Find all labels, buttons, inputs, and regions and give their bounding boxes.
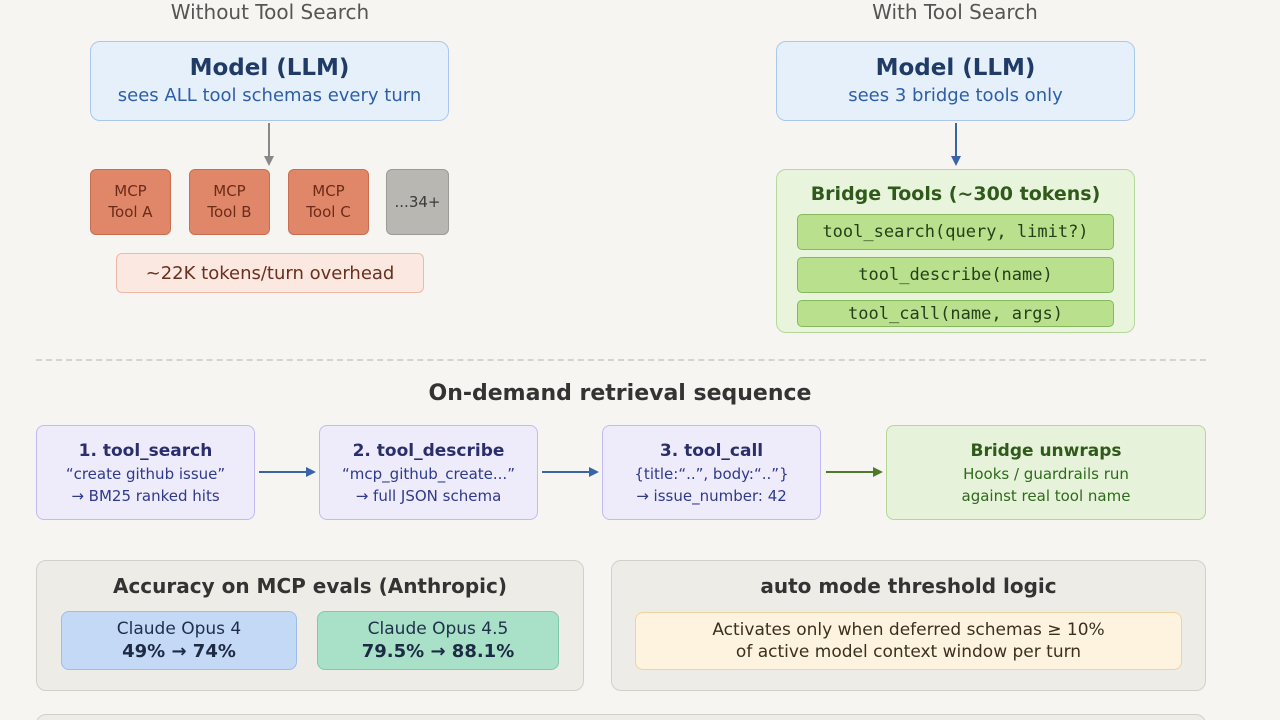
right-column-title: With Tool Search <box>872 0 1038 24</box>
mcp-more-label: ...34+ <box>394 193 441 211</box>
step-1-line1: “create github issue” <box>65 464 226 483</box>
eval-opus-4-value: 49% → 74% <box>122 640 236 662</box>
overhead-label: ~22K tokens/turn overhead <box>145 262 395 284</box>
threshold-box: Activates only when deferred schemas ≥ 1… <box>635 612 1182 670</box>
eval-opus-4-5: Claude Opus 4.5 79.5% → 88.1% <box>317 611 559 670</box>
mcp-tool-c-line2: Tool C <box>306 203 351 221</box>
step-2-line2: → full JSON schema <box>355 486 502 505</box>
eval-opus-4-5-name: Claude Opus 4.5 <box>367 618 509 639</box>
bridge-tool-search-label: tool_search(query, limit?) <box>822 222 1089 242</box>
bridge-tool-search: tool_search(query, limit?) <box>797 214 1114 250</box>
step-1-title: 1. tool_search <box>78 440 213 461</box>
mcp-tool-b-line1: MCP <box>213 182 246 200</box>
mcp-tool-c-line1: MCP <box>312 182 345 200</box>
bridge-tool-describe: tool_describe(name) <box>797 257 1114 293</box>
sequence-title: On-demand retrieval sequence <box>428 381 812 406</box>
mcp-tool-a: MCP Tool A <box>90 169 171 235</box>
mcp-tool-a-line2: Tool A <box>108 203 153 221</box>
auto-mode-title: auto mode threshold logic <box>760 574 1057 598</box>
eval-opus-4: Claude Opus 4 49% → 74% <box>61 611 297 670</box>
right-model-subtitle: sees 3 bridge tools only <box>848 85 1063 106</box>
mcp-tool-b-line2: Tool B <box>207 203 252 221</box>
overhead-badge: ~22K tokens/turn overhead <box>116 253 424 293</box>
step-tool-call: 3. tool_call {title:“..”, body:“..”} → i… <box>602 425 821 520</box>
step-2-line1: “mcp_github_create...” <box>342 464 515 483</box>
bridge-tools-panel: Bridge Tools (~300 tokens) tool_search(q… <box>776 169 1135 333</box>
evals-title: Accuracy on MCP evals (Anthropic) <box>112 574 508 598</box>
final-step-line2: against real tool name <box>961 486 1131 505</box>
step-bridge-unwraps: Bridge unwraps Hooks / guardrails run ag… <box>886 425 1206 520</box>
left-model-title: Model (LLM) <box>189 55 350 81</box>
mcp-tool-c: MCP Tool C <box>288 169 369 235</box>
bridge-tool-call: tool_call(name, args) <box>797 300 1114 327</box>
step-3-line2: → issue_number: 42 <box>636 486 787 505</box>
left-model-box: Model (LLM) sees ALL tool schemas every … <box>90 41 449 121</box>
step-3-title: 3. tool_call <box>659 440 764 461</box>
mcp-more-tools: ...34+ <box>386 169 449 235</box>
mcp-tool-b: MCP Tool B <box>189 169 270 235</box>
eval-opus-4-name: Claude Opus 4 <box>116 618 242 639</box>
right-model-title: Model (LLM) <box>875 55 1036 81</box>
right-model-box: Model (LLM) sees 3 bridge tools only <box>776 41 1135 121</box>
eval-opus-4-5-value: 79.5% → 88.1% <box>361 640 515 662</box>
threshold-line2: of active model context window per turn <box>735 642 1082 662</box>
step-tool-search: 1. tool_search “create github issue” → B… <box>36 425 255 520</box>
bottom-panel-edge <box>36 714 1206 720</box>
step-1-line2: → BM25 ranked hits <box>71 486 220 505</box>
section-divider <box>36 359 1206 361</box>
step-2-title: 2. tool_describe <box>352 440 505 461</box>
left-column-title: Without Tool Search <box>170 0 370 24</box>
final-step-line1: Hooks / guardrails run <box>963 464 1129 483</box>
left-model-subtitle: sees ALL tool schemas every turn <box>117 85 422 106</box>
evals-panel: Accuracy on MCP evals (Anthropic) Claude… <box>36 560 584 691</box>
bridge-tool-call-label: tool_call(name, args) <box>848 303 1063 324</box>
step-tool-describe: 2. tool_describe “mcp_github_create...” … <box>319 425 538 520</box>
auto-mode-panel: auto mode threshold logic Activates only… <box>611 560 1206 691</box>
bridge-tool-describe-label: tool_describe(name) <box>858 265 1053 285</box>
step-3-line1: {title:“..”, body:“..”} <box>634 464 789 483</box>
threshold-line1: Activates only when deferred schemas ≥ 1… <box>712 620 1105 640</box>
bridge-tools-title: Bridge Tools (~300 tokens) <box>810 183 1101 205</box>
mcp-tool-a-line1: MCP <box>114 182 147 200</box>
final-step-title: Bridge unwraps <box>970 440 1122 461</box>
